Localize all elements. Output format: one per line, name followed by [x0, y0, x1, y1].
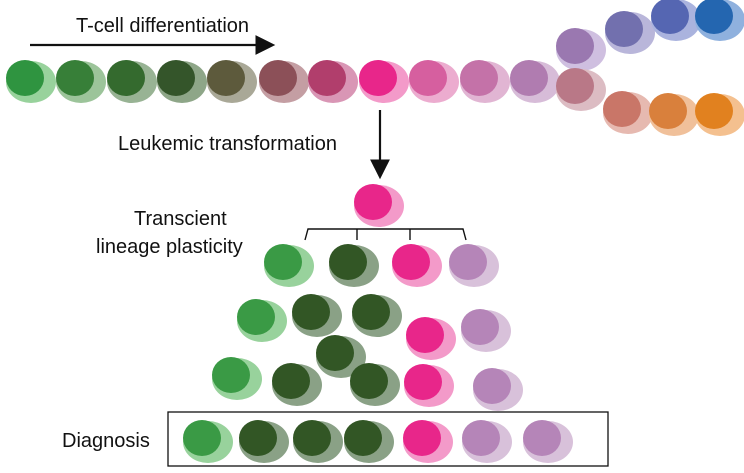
diagnosis-cell-green: [183, 420, 233, 463]
upper-branch-cell: [556, 28, 606, 71]
lower-branch-cell: [556, 68, 606, 111]
differentiation-cell: [409, 60, 459, 103]
cluster-cell-dark-green: [329, 244, 379, 287]
upper-branch-cells: [556, 0, 744, 71]
differentiation-cell-chain: [6, 60, 560, 103]
cluster-cell-dark-green: [352, 294, 402, 337]
lower-branch-cell: [649, 93, 699, 136]
upper-branch-cell: [651, 0, 701, 41]
cluster-cell-dark-green: [272, 363, 322, 406]
differentiation-cell: [510, 60, 560, 103]
transformation-label: Leukemic transformation: [118, 133, 337, 155]
plasticity-label-line2: lineage plasticity: [96, 236, 243, 258]
cluster-cell-dark-green: [292, 294, 342, 337]
differentiation-cell: [157, 60, 207, 103]
differentiation-cell: [359, 60, 409, 103]
diagnosis-cells: [183, 420, 573, 463]
cluster-cell-green: [264, 244, 314, 287]
cluster-cell-green: [237, 299, 287, 342]
cluster-cell-dark-green: [316, 335, 366, 378]
diagnosis-cell-dark-green: [239, 420, 289, 463]
differentiation-cell: [308, 60, 358, 103]
cluster-cell-mauve: [461, 309, 511, 352]
cluster-cell-pink: [406, 317, 456, 360]
differentiation-cell: [460, 60, 510, 103]
diagnosis-cell-mauve: [462, 420, 512, 463]
differentiation-label: T-cell differentiation: [76, 15, 249, 37]
diagnosis-cell-mauve: [523, 420, 573, 463]
differentiation-cell: [259, 60, 309, 103]
lower-branch-cell: [695, 93, 744, 136]
transformed-cell-shape: [354, 184, 404, 227]
differentiation-cell: [6, 60, 56, 103]
cluster-cell-dark-green: [350, 363, 400, 406]
upper-branch-cell: [605, 11, 655, 54]
cluster-cell-green: [212, 357, 262, 400]
diagnosis-cell-pink: [403, 420, 453, 463]
lower-branch-cells: [556, 68, 744, 136]
cluster-cell-pink: [404, 364, 454, 407]
diagnosis-cell-dark-green: [344, 420, 394, 463]
plasticity-cell-cluster: [212, 244, 523, 411]
differentiation-cell: [207, 60, 257, 103]
differentiation-cell: [56, 60, 106, 103]
diagnosis-box: [167, 411, 609, 467]
differentiation-cell: [107, 60, 157, 103]
diagnosis-label: Diagnosis: [62, 430, 150, 452]
cluster-cell-pink: [392, 244, 442, 287]
lineage-bracket: [304, 228, 467, 241]
lower-branch-cell: [603, 91, 653, 134]
cluster-cell-mauve: [473, 368, 523, 411]
upper-branch-cell: [695, 0, 744, 41]
cluster-cell-mauve: [449, 244, 499, 287]
plasticity-label-line1: Transcient: [134, 208, 227, 230]
diagnosis-cell-dark-green: [293, 420, 343, 463]
transformed-cell: [354, 184, 404, 227]
